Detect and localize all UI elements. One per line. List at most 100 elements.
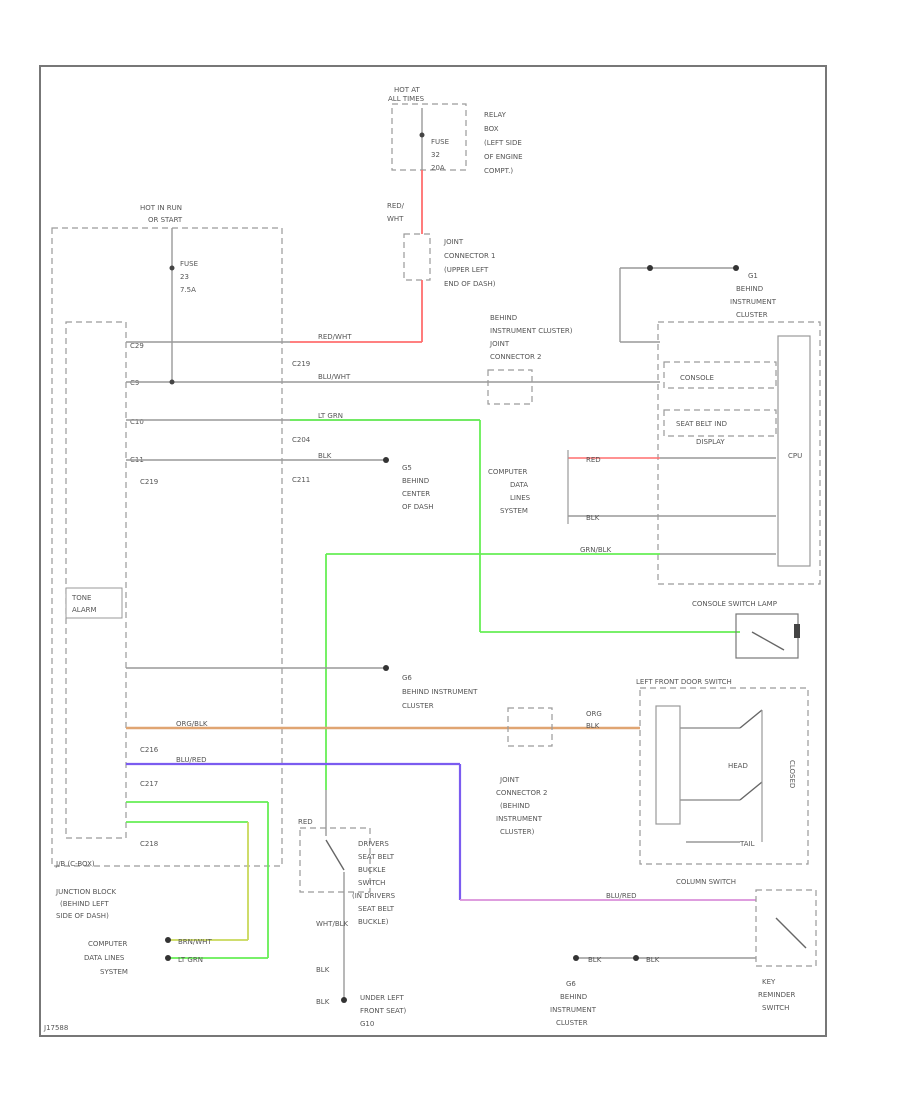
bottom-left-wire-2: LT GRN (178, 956, 203, 964)
connector-c204: C204 (292, 436, 311, 444)
relay-box-label-3: (LEFT SIDE (484, 139, 522, 147)
connector-c211: C211 (292, 476, 310, 484)
console-indicator-box (663, 361, 777, 389)
ground-g1-3: INSTRUMENT (730, 298, 777, 306)
bottom-wire-label-1: BLK (588, 956, 602, 964)
connector-c9: C9 (130, 379, 139, 387)
fuse-left-3: 7.5A (180, 286, 196, 294)
wire-label-org-blk: ORG/BLK (176, 720, 208, 728)
column-switch-label: COLUMN SWITCH (676, 878, 736, 886)
console-indicator-label: CONSOLE (680, 374, 714, 382)
junction-block-code: J/B (C-BOX) (55, 860, 95, 868)
joint-connector-2-lower-box (507, 707, 553, 747)
cdl-left-2: DATA LINES (84, 954, 125, 962)
cluster-joint2-1: BEHIND (490, 314, 517, 322)
connector-c216: C216 (140, 746, 159, 754)
wire-label-blu-wht: BLU/WHT (318, 373, 351, 381)
connector-c218: C218 (140, 840, 158, 848)
cdl-right-1: COMPUTER (488, 468, 527, 476)
wht-blk-label: WHT/BLK (316, 920, 349, 928)
key-reminder-ground-dot-1 (573, 955, 579, 961)
belt-switch-box (299, 827, 371, 893)
ground-icon-g6 (383, 665, 389, 671)
belt-switch-7: BUCKLE) (358, 918, 389, 926)
top-right-dot-1 (647, 265, 653, 271)
tone-alarm-label-1: TONE (71, 594, 91, 602)
joint-connector-1-box (403, 233, 431, 281)
belt-switch-1: DRIVERS (358, 840, 389, 848)
key-reminder-contact (775, 917, 807, 949)
cluster-joint2-4: CONNECTOR 2 (490, 353, 542, 361)
door-switch-box (639, 687, 809, 865)
wire-label-red-wht: RED/WHT (318, 333, 352, 341)
belt-switch-contact (325, 839, 345, 871)
belt-switch-2: SEAT BELT (358, 853, 395, 861)
wire-label-blk-cdl: BLK (586, 514, 600, 522)
joint-connector-1-label-4: END OF DASH) (444, 280, 496, 288)
cpu-box (777, 335, 811, 567)
hot-at-all-times-1: HOT AT (394, 86, 421, 94)
display-label: DISPLAY (696, 438, 725, 446)
hot-at-all-times-2: ALL TIMES (388, 95, 425, 103)
under-seat-ground-icon (341, 997, 347, 1003)
door-wire-label-2: BLK (586, 722, 600, 730)
connector-c219-b: C219 (292, 360, 310, 368)
figure-id: J17588 (43, 1024, 68, 1032)
ground-g1-1: G1 (748, 272, 758, 280)
junction-block-desc-1: JUNCTION BLOCK (55, 888, 116, 896)
fuse-top-3: 20A (431, 164, 445, 172)
hot-in-run-1: HOT IN RUN (140, 204, 182, 212)
junction-block-desc-3: SIDE OF DASH) (56, 912, 109, 920)
diagram-border (39, 65, 827, 1037)
ground-g1-2: BEHIND (736, 285, 763, 293)
cluster-joint2-3: JOINT (489, 340, 510, 348)
fuse-left-icon (169, 265, 175, 271)
fuse-left-2: 23 (180, 273, 189, 281)
bottom-ground-2: BEHIND (560, 993, 587, 1001)
under-seat-1: UNDER LEFT (360, 994, 404, 1002)
door-switch-contact-2 (739, 781, 763, 801)
blk-label-1: BLK (316, 966, 330, 974)
key-reminder-2: REMINDER (758, 991, 795, 999)
joint-connector-1-label-2: CONNECTOR 1 (444, 252, 496, 260)
joint-connector-2-lower-2: CONNECTOR 2 (496, 789, 548, 797)
junction-block-desc-2: (BEHIND LEFT (60, 900, 109, 908)
belt-switch-6: SEAT BELT (358, 905, 395, 913)
ground-center-dash-1: G5 (402, 464, 412, 472)
joint-connector-2-box (487, 369, 533, 405)
seat-belt-ind-box (663, 409, 777, 437)
door-switch-tail: TAIL (739, 840, 755, 848)
ground-g6-3: CLUSTER (402, 702, 434, 710)
fuse-top-2: 32 (431, 151, 440, 159)
cdl-left-3: SYSTEM (100, 968, 128, 976)
joint-connector-2-lower-4: INSTRUMENT (496, 815, 543, 823)
blk-label-2: BLK (316, 998, 330, 1006)
wire-label-lt-grn: LT GRN (318, 412, 343, 420)
wire-label-blu-red-2: BLU/RED (606, 892, 637, 900)
ground-g6-2: BEHIND INSTRUMENT (402, 688, 478, 696)
relay-box-label-5: COMPT.) (484, 167, 513, 175)
joint-connector-2-lower-5: CLUSTER) (500, 828, 535, 836)
red-wht-label-1: RED/ (387, 202, 405, 210)
red-wht-label-2: WHT (387, 215, 404, 223)
wire-label-blu-red: BLU/RED (176, 756, 207, 764)
key-reminder-box (755, 889, 817, 967)
door-switch-head: HEAD (728, 762, 748, 770)
belt-switch-4: SWITCH (358, 879, 385, 887)
cdl-right-4: SYSTEM (500, 507, 528, 515)
ground-g6-1: G6 (402, 674, 412, 682)
wire-label-red-cdl: RED (586, 456, 601, 464)
connector-c217: C217 (140, 780, 158, 788)
cdl-left-dot-1 (165, 937, 171, 943)
cdl-right-2: DATA (510, 481, 528, 489)
bottom-ground-1: G6 (566, 980, 576, 988)
courtesy-switch-contact (751, 631, 785, 651)
cdl-left-dot-2 (165, 955, 171, 961)
tone-alarm-label-2: ALARM (72, 606, 97, 614)
seat-belt-ind-label: SEAT BELT IND (676, 420, 727, 428)
belt-switch-5: (IN DRIVERS (352, 892, 396, 900)
belt-red-label: RED (298, 818, 313, 826)
fuse-left-1: FUSE (180, 260, 198, 268)
bottom-ground-4: CLUSTER (556, 1019, 588, 1027)
